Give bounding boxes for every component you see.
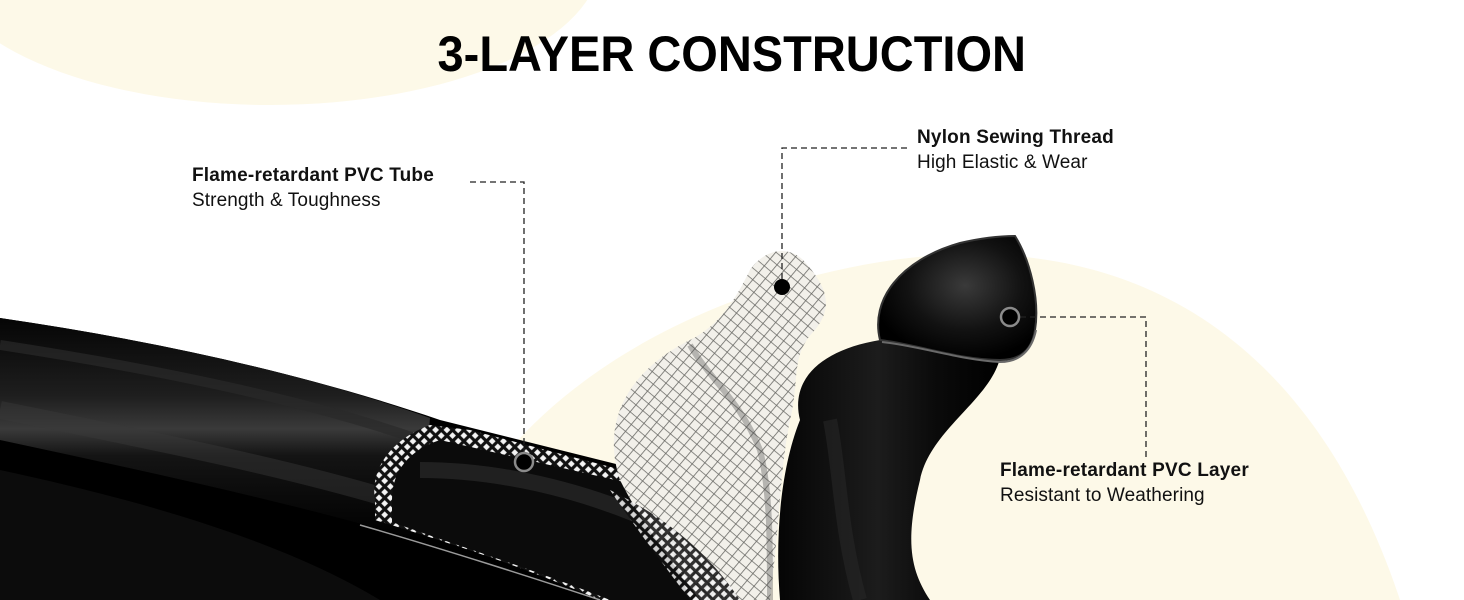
callout-outer-tube: Flame-retardant PVC Tube Strength & Toug… [192,163,434,213]
leader-lines [470,147,1147,460]
ring-dot-marker-inner-layer [999,306,1021,328]
markers [513,279,1021,473]
callout-inner-layer: Flame-retardant PVC Layer Resistant to W… [1000,458,1249,508]
callout-outer-tube-name: Flame-retardant PVC Tube [192,165,434,186]
leader-line-inner-layer [1020,316,1147,460]
top-left-blob [0,0,588,105]
solid-dot-marker-mesh [774,279,790,295]
callout-outer-tube-description: Strength & Toughness [192,190,381,211]
outer-pvc-tube [0,318,700,600]
page-title: 3-LAYER CONSTRUCTION [437,26,1026,82]
ring-dot-marker-outer-tube [513,451,535,473]
callout-mesh-thread-name: Nylon Sewing Thread [917,127,1114,148]
callout-inner-layer-name: Flame-retardant PVC Layer [1000,460,1249,481]
inner-pvc-layer [778,234,1038,600]
leader-line-mesh [781,147,907,280]
callout-mesh-thread: Nylon Sewing Thread High Elastic & Wear [917,125,1114,175]
leader-line-outer-tube [470,181,525,452]
callout-inner-layer-description: Resistant to Weathering [1000,485,1205,506]
callout-mesh-thread-description: High Elastic & Wear [917,152,1088,173]
nylon-mesh-thread [610,251,826,600]
